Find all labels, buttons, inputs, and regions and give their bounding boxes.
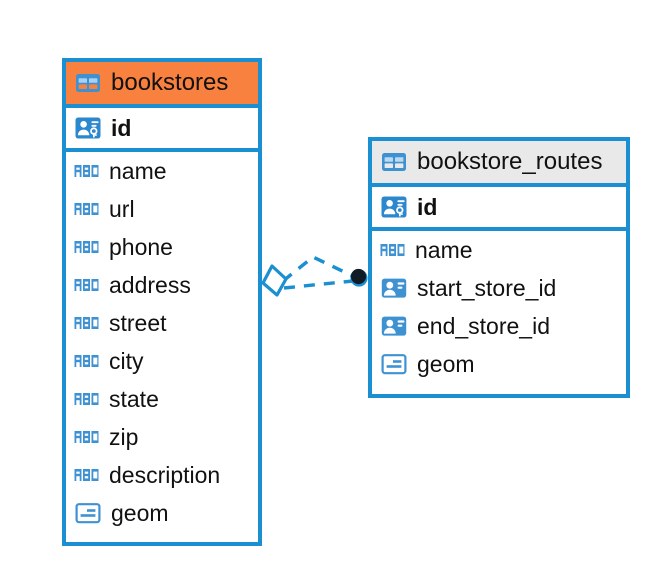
relationship-source-diamond (261, 264, 288, 297)
relationship-edge-upper (281, 255, 358, 283)
field-label: url (109, 195, 135, 222)
field-row-city[interactable]: city (66, 342, 258, 380)
field-row-id[interactable]: id (372, 187, 626, 231)
relationship-edge-lower (283, 279, 354, 290)
field-row-name[interactable]: name (372, 231, 626, 269)
field-label: start_store_id (417, 274, 557, 301)
field-label: state (109, 385, 159, 412)
field-label: id (111, 114, 132, 141)
field-row-name[interactable]: name (66, 152, 258, 190)
abc-text-icon (74, 464, 100, 486)
abc-text-icon (74, 426, 100, 448)
field-label: zip (109, 423, 139, 450)
abc-text-icon (74, 388, 100, 410)
field-label: description (109, 461, 221, 488)
relationship-target-circle-halo (350, 269, 368, 287)
field-row-geom[interactable]: geom (66, 494, 258, 532)
field-row-description[interactable]: description (66, 456, 258, 494)
field-label: geom (417, 350, 475, 377)
field-label: id (417, 193, 438, 220)
abc-text-icon (74, 350, 100, 372)
field-row-phone[interactable]: phone (66, 228, 258, 266)
entity-bookstore-routes-header[interactable]: bookstore_routes (372, 141, 626, 187)
relationship-target-circle (350, 268, 367, 285)
entity-bookstore-routes-title: bookstore_routes (417, 148, 603, 175)
field-label: city (109, 347, 144, 374)
foreign-key-icon (380, 274, 408, 302)
abc-text-icon (74, 312, 100, 334)
field-row-geom[interactable]: geom (372, 345, 626, 383)
abc-text-icon (74, 198, 100, 220)
field-row-state[interactable]: state (66, 380, 258, 418)
table-icon (380, 148, 408, 176)
table-icon (74, 69, 102, 97)
field-row-zip[interactable]: zip (66, 418, 258, 456)
field-label: phone (109, 233, 173, 260)
field-label: address (109, 271, 191, 298)
abc-text-icon (74, 236, 100, 258)
abc-text-icon (74, 160, 100, 182)
field-label: street (109, 309, 167, 336)
field-row-street[interactable]: street (66, 304, 258, 342)
geometry-icon (380, 350, 408, 378)
entity-bookstores-header[interactable]: bookstores (66, 62, 258, 108)
field-row-address[interactable]: address (66, 266, 258, 304)
entity-bookstores[interactable]: bookstores id (62, 58, 262, 546)
field-row-url[interactable]: url (66, 190, 258, 228)
foreign-key-icon (380, 312, 408, 340)
field-row-id[interactable]: id (66, 108, 258, 152)
field-row-start-store-id[interactable]: start_store_id (372, 269, 626, 307)
abc-text-icon (380, 239, 406, 261)
abc-text-icon (74, 274, 100, 296)
entity-bookstore-routes[interactable]: bookstore_routes id (368, 137, 630, 398)
field-label: name (109, 157, 167, 184)
field-label: name (415, 236, 473, 263)
entity-bookstores-title: bookstores (111, 69, 229, 96)
field-label: end_store_id (417, 312, 550, 339)
geometry-icon (74, 499, 102, 527)
field-row-end-store-id[interactable]: end_store_id (372, 307, 626, 345)
primary-key-icon (380, 193, 408, 221)
primary-key-icon (74, 114, 102, 142)
field-label: geom (111, 499, 169, 526)
